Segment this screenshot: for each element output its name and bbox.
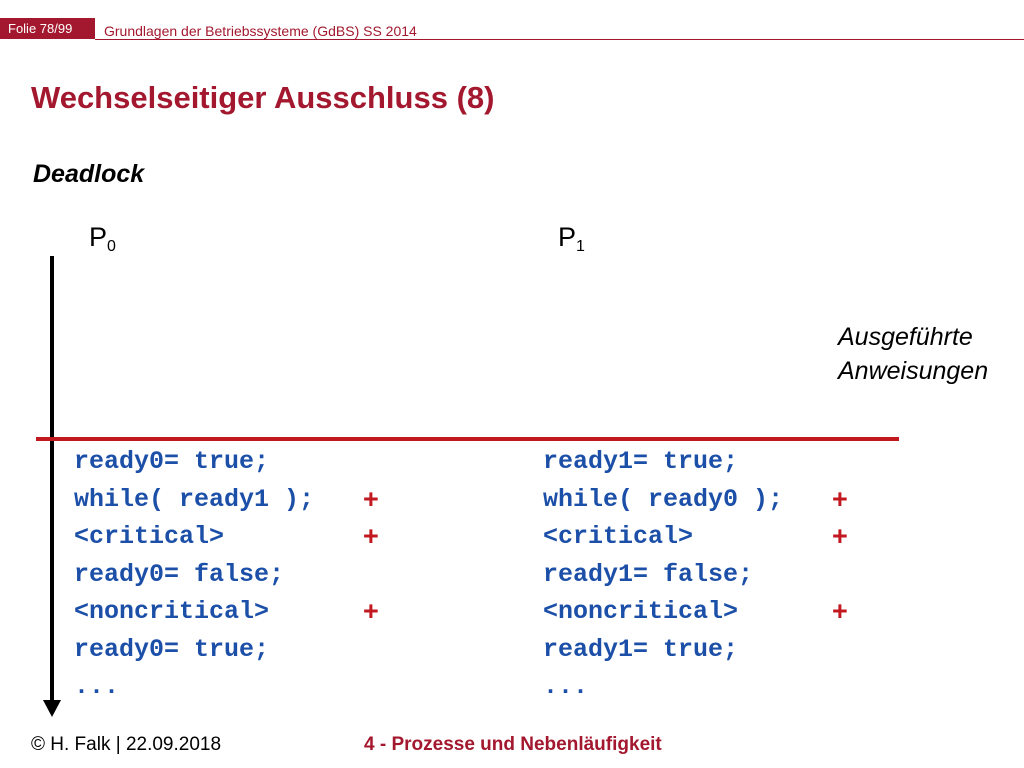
code-text: while( ready1 ); — [74, 484, 315, 514]
executed-marker: + — [363, 483, 379, 514]
slide-title: Wechselseitiger Ausschluss (8) — [31, 80, 495, 115]
code-line: ready1= true; — [543, 443, 783, 481]
code-line: ... — [74, 668, 314, 706]
code-text: <noncritical> — [74, 597, 270, 626]
executed-label-line2: Anweisungen — [838, 357, 989, 385]
time-arrow-head-icon — [43, 700, 61, 717]
header-divider — [95, 39, 1024, 40]
code-line: <noncritical> + — [74, 593, 379, 631]
code-line: ready1= false; — [543, 556, 783, 594]
slide-number-badge: Folie 78/99 — [0, 18, 95, 39]
process-p0-name: P — [89, 222, 108, 252]
code-text: ready1= true; — [543, 634, 739, 664]
code-line: ... — [543, 668, 783, 706]
process-p0-label: P0 — [89, 222, 116, 256]
footer-author: © H. Falk | 22.09.2018 — [31, 734, 222, 755]
process-p0-code: ready0= true; while( ready1 ); + <critica… — [74, 443, 379, 706]
course-title: Grundlagen der Betriebssysteme (GdBS) SS… — [104, 23, 417, 39]
code-line: ready0= true; — [74, 443, 314, 481]
execution-divider — [36, 437, 899, 441]
code-line: <noncritical> + — [543, 593, 848, 631]
process-p1-code: ready1= true; while( ready0 ); + <critica… — [543, 443, 848, 706]
code-text: ... — [74, 672, 120, 701]
executed-marker: + — [363, 521, 379, 551]
executed-statements-label: Ausgeführte Anweisungen — [838, 320, 988, 388]
code-line: ready0= true; — [74, 631, 314, 669]
executed-marker: + — [832, 596, 848, 626]
slide-subtitle: Deadlock — [33, 160, 145, 188]
executed-marker: + — [363, 596, 379, 626]
time-axis-line — [50, 256, 54, 704]
code-text: ready0= true; — [74, 634, 270, 664]
code-line: ready1= true; — [543, 631, 783, 669]
code-line: while( ready1 ); + — [74, 481, 379, 519]
code-text: ... — [543, 672, 589, 701]
code-text: <noncritical> — [543, 597, 739, 626]
code-text: <critical> — [74, 522, 225, 551]
code-text: ready0= false; — [74, 559, 285, 589]
code-line: <critical> + — [74, 518, 379, 556]
process-p1-subscript: 1 — [576, 238, 585, 255]
code-line: while( ready0 ); + — [543, 481, 848, 519]
code-text: ready1= true; — [543, 447, 739, 476]
executed-marker: + — [832, 521, 848, 551]
code-line: <critical> + — [543, 518, 848, 556]
process-p1-name: P — [558, 222, 577, 252]
code-text: <critical> — [543, 522, 694, 551]
code-text: ready0= true; — [74, 447, 270, 476]
executed-label-line1: Ausgeführte — [838, 323, 973, 351]
process-p0-subscript: 0 — [107, 238, 116, 255]
footer-chapter: 4 - Prozesse und Nebenläufigkeit — [364, 734, 662, 755]
code-text: ready1= false; — [543, 559, 754, 589]
executed-marker: + — [832, 483, 848, 514]
code-text: while( ready0 ); — [543, 484, 784, 514]
code-line: ready0= false; — [74, 556, 314, 594]
process-p1-label: P1 — [558, 222, 585, 256]
